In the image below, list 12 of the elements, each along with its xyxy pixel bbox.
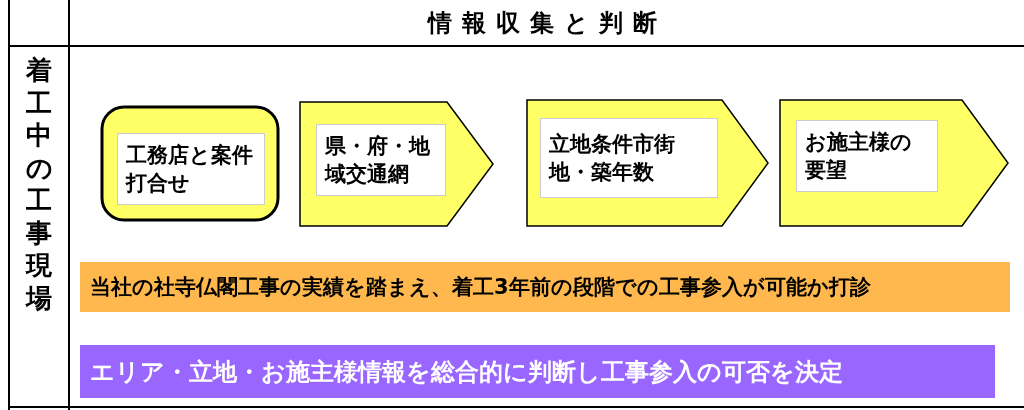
- chevron-shape: [778, 98, 1010, 228]
- row-heading: 着工中の工事現場: [22, 54, 56, 314]
- header-title: 情報収集と判断: [70, 0, 1024, 45]
- banner: エリア・立地・お施主様情報を総合的に判断し工事参入の可否を決定: [80, 345, 995, 398]
- label-text: 県・府・地域交通網: [316, 124, 446, 196]
- label-text: 立地条件市街地・築年数: [540, 118, 718, 198]
- chevron-shape: [298, 100, 495, 228]
- chevron-shape: [525, 98, 770, 228]
- rounded-box: [100, 105, 280, 222]
- label-text: お施主様の要望: [796, 120, 938, 192]
- label-text: 工務店と案件打合せ: [117, 133, 265, 205]
- banner: 当社の社寺仏閣工事の実績を踏まえ、着工3年前の段階での工事参入が可能か打診: [80, 262, 1010, 312]
